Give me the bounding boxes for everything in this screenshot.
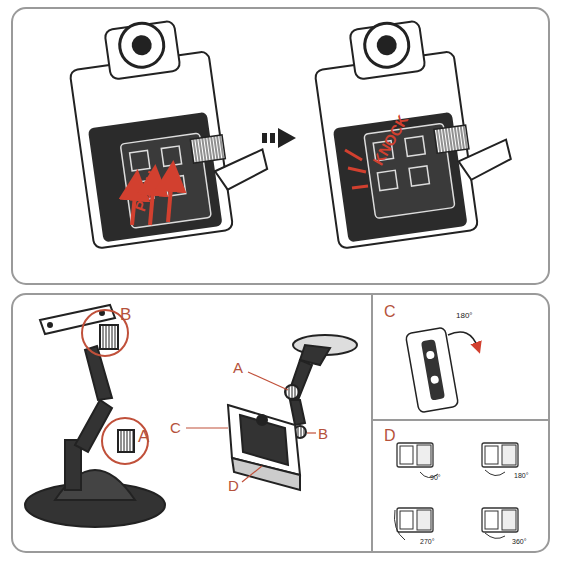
angle-value: 180°: [514, 472, 528, 479]
callout-letter: D: [228, 478, 239, 493]
callout-letter: A: [233, 360, 243, 375]
angle-value: 360°: [512, 538, 526, 545]
angle-value: 180°: [456, 312, 473, 320]
callout-letter: B: [318, 426, 328, 441]
panel-letter: D: [384, 428, 396, 444]
panel-letter: C: [384, 304, 396, 320]
callout-letter: A: [138, 428, 149, 445]
callout-letter: C: [170, 420, 181, 435]
angle-value: 90°: [430, 474, 441, 481]
angle-value: 270°: [420, 538, 434, 545]
callout-letter: B: [120, 306, 131, 323]
